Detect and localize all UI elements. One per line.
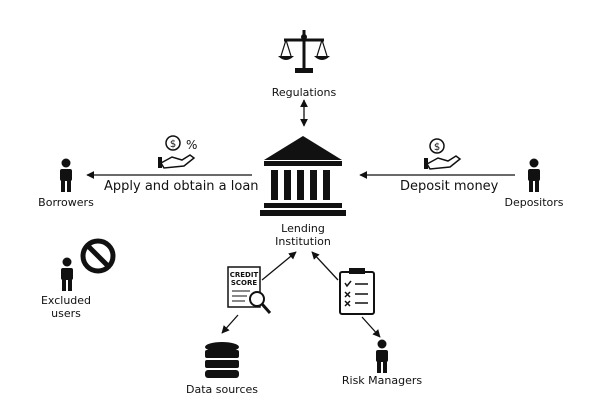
lending-institution-label: Lending Institution xyxy=(258,222,348,248)
bank-icon xyxy=(260,136,346,216)
regulations-label: Regulations xyxy=(271,86,337,99)
borrowers-label: Borrowers xyxy=(38,196,94,209)
no-entry-icon xyxy=(80,238,116,274)
hand-dollar-icon: $ xyxy=(424,138,462,170)
svg-text:$: $ xyxy=(170,139,176,150)
edge-checklist-risk-managers xyxy=(361,316,381,338)
excluded-users-label-line1: Excluded xyxy=(40,294,92,307)
data-sources-label: Data sources xyxy=(185,383,259,396)
lending-institution-label-line2: Institution xyxy=(275,235,331,248)
credit-score-text-1: CREDIT xyxy=(230,271,259,279)
depositor-person-icon xyxy=(528,158,540,192)
hand-dollar-percent-icon: $ % xyxy=(158,135,197,169)
svg-text:$: $ xyxy=(434,142,440,153)
lending-institution-label-line1: Lending xyxy=(281,222,325,235)
borrower-person-icon xyxy=(60,158,72,192)
excluded-person-icon xyxy=(61,257,73,291)
edge-credit-score-institution xyxy=(261,251,297,281)
risk-manager-person-icon xyxy=(376,339,388,373)
risk-managers-label: Risk Managers xyxy=(341,374,423,387)
excluded-users-label-line2: users xyxy=(51,307,81,320)
edge-label-apply-loan: Apply and obtain a loan xyxy=(104,179,259,194)
excluded-users-label: Excluded users xyxy=(30,294,102,320)
edge-checklist-institution xyxy=(311,251,339,281)
edge-label-deposit-money: Deposit money xyxy=(400,179,499,194)
depositors-label: Depositors xyxy=(504,196,564,209)
database-icon xyxy=(205,342,239,378)
clipboard-checklist-icon xyxy=(339,268,375,315)
svg-text:%: % xyxy=(186,138,197,152)
scales-icon xyxy=(278,30,330,73)
credit-score-text-2: SCORE xyxy=(231,279,258,287)
edge-credit-score-data-sources xyxy=(221,314,239,334)
credit-score-magnifier-icon: CREDIT SCORE xyxy=(227,266,272,314)
